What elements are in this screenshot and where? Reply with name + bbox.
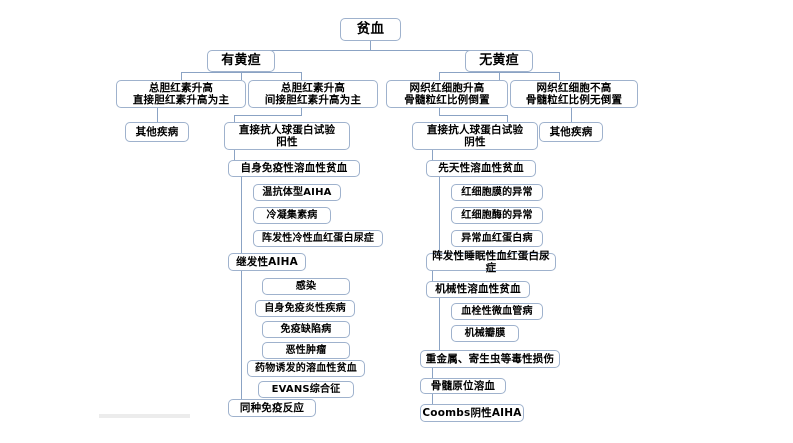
connector-marrow-to-coombsneg-aiha <box>432 394 433 404</box>
node-paroxysmal-nocturnal-hemoglobinuria[interactable]: 阵发性睡眠性血红蛋白尿症 <box>426 250 556 274</box>
connector-to-coombs-negative <box>507 115 508 122</box>
node-infection[interactable]: 感染 <box>262 278 350 295</box>
node-immunodeficiency-disease[interactable]: 免疫缺陷病 <box>262 321 350 338</box>
node-mechanical-valve[interactable]: 机械瓣膜 <box>451 325 519 342</box>
node-jaundice-yes[interactable]: 有黄疸 <box>207 50 275 72</box>
connector-secondary-aiha-spine <box>241 271 242 399</box>
connector-retic-normal-to-other <box>571 108 572 122</box>
node-marrow-insitu-hemolysis[interactable]: 骨髓原位溶血 <box>420 378 506 394</box>
connector-mechanical-spine <box>439 298 440 350</box>
connector-aiha-spine <box>241 177 242 253</box>
node-mechanical-hemolytic-anemia[interactable]: 机械性溶血性贫血 <box>426 281 530 298</box>
node-rbc-membrane-abnormality[interactable]: 红细胞膜的异常 <box>451 184 543 201</box>
connector-root-bus <box>241 50 499 51</box>
node-malignancy[interactable]: 恶性肿瘤 <box>262 342 350 359</box>
node-secondary-aiha[interactable]: 继发性AIHA <box>228 253 306 271</box>
node-drug-induced-hemolytic-anemia[interactable]: 药物诱发的溶血性贫血 <box>247 360 365 377</box>
node-total-bilirubin-indirect[interactable]: 总胆红素升高 间接胆红素升高为主 <box>248 80 378 108</box>
connector-coombs-pos-to-aiha <box>234 150 235 160</box>
node-congenital-hemolytic-anemia[interactable]: 先天性溶血性贫血 <box>426 160 536 177</box>
node-other-disease-left[interactable]: 其他疾病 <box>125 122 189 142</box>
node-autoimmune-hemolytic-anemia[interactable]: 自身免疫性溶血性贫血 <box>228 160 360 177</box>
connector-root-stem <box>370 41 371 50</box>
connector-pnh-to-mechanical <box>432 271 433 281</box>
connector-congenital-spine <box>439 177 440 253</box>
node-paroxysmal-cold-hemoglobinuria[interactable]: 阵发性冷性血红蛋白尿症 <box>253 230 383 247</box>
connector-tbil-indirect-elbow <box>234 115 302 116</box>
node-cold-agglutinin-disease[interactable]: 冷凝集素病 <box>253 207 331 224</box>
node-other-disease-right[interactable]: 其他疾病 <box>539 122 603 142</box>
node-alloimmune-reaction[interactable]: 同种免疫反应 <box>228 399 316 417</box>
connector-jaundice-yes-stem <box>241 72 242 80</box>
node-jaundice-no[interactable]: 无黄疸 <box>465 50 533 72</box>
connector-tbil-direct-to-other <box>157 108 158 122</box>
connector-to-retic-normal <box>559 72 560 80</box>
node-abnormal-hemoglobin-disease[interactable]: 异常血红蛋白病 <box>451 230 543 247</box>
connector-coombs-neg-to-congenital <box>432 150 433 160</box>
node-coombs-negative-aiha[interactable]: Coombs阴性AIHA <box>420 404 524 422</box>
connector-to-tbil-direct <box>181 72 182 80</box>
node-toxic-injury-heavy-metal-parasite[interactable]: 重金属、寄生虫等毒性损伤 <box>420 350 560 368</box>
connector-retic-high-elbow <box>439 115 507 116</box>
connector-retic-high-stem <box>439 108 440 115</box>
node-root-anemia[interactable]: 贫血 <box>340 18 401 41</box>
node-coombs-test-positive[interactable]: 直接抗人球蛋白试验 阳性 <box>224 122 350 150</box>
connector-to-tbil-indirect <box>301 72 302 80</box>
node-reticulocyte-normal[interactable]: 网织红细胞不高 骨髓粒红比例无倒置 <box>510 80 638 108</box>
node-reticulocyte-high[interactable]: 网织红细胞升高 骨髓粒红比例倒置 <box>386 80 508 108</box>
node-evans-syndrome[interactable]: EVANS综合征 <box>258 381 354 398</box>
connector-jaundice-no-stem <box>499 72 500 80</box>
node-autoimmune-inflammatory-disease[interactable]: 自身免疫炎性疾病 <box>255 300 355 317</box>
connector-tbil-indirect-stem <box>301 108 302 115</box>
connector-jaundice-no-bus <box>439 72 559 73</box>
node-thrombotic-microangiopathy[interactable]: 血栓性微血管病 <box>451 303 543 320</box>
node-total-bilirubin-direct[interactable]: 总胆红素升高 直接胆红素升高为主 <box>116 80 246 108</box>
connector-toxic-to-marrow <box>432 368 433 378</box>
node-coombs-test-negative[interactable]: 直接抗人球蛋白试验 阴性 <box>412 122 538 150</box>
node-rbc-enzyme-abnormality[interactable]: 红细胞酶的异常 <box>451 207 543 224</box>
connector-jaundice-yes-bus <box>181 72 301 73</box>
slide-artifact-bar <box>99 414 190 418</box>
node-warm-antibody-aiha[interactable]: 温抗体型AIHA <box>253 184 341 201</box>
connector-to-coombs-positive <box>234 115 235 122</box>
connector-to-retic-high <box>439 72 440 80</box>
